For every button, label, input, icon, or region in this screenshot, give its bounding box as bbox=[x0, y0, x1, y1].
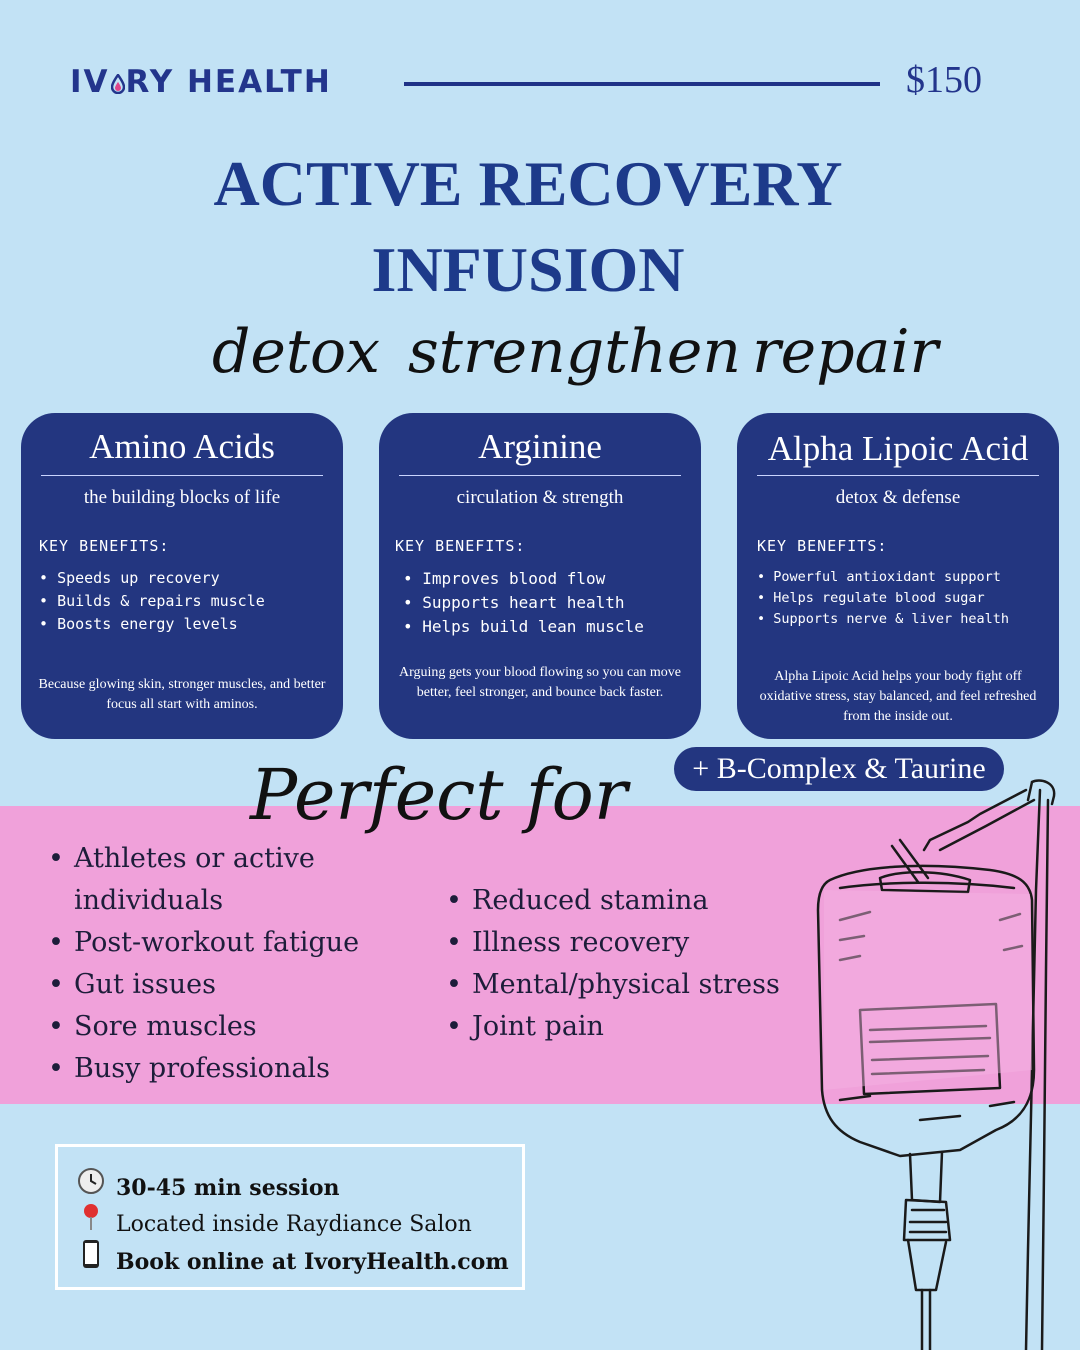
list-item: Post-workout fatigue bbox=[48, 922, 368, 964]
card-divider bbox=[757, 475, 1039, 476]
pin-icon bbox=[76, 1203, 106, 1237]
session-info-box: 30-45 min session Located inside Raydian… bbox=[55, 1144, 525, 1290]
title-line-2: INFUSION bbox=[371, 234, 685, 305]
list-item: Joint pain bbox=[446, 1006, 786, 1048]
location-text: Located inside Raydiance Salon bbox=[116, 1212, 472, 1237]
card-tagline: circulation & strength bbox=[456, 487, 624, 508]
card-arginine: Arginine circulation & strength KEY BENE… bbox=[379, 413, 701, 739]
benefits-list: Powerful antioxidant support Helps regul… bbox=[757, 567, 1009, 630]
benefit-item: Supports nerve & liver health bbox=[757, 609, 1009, 630]
extra-ingredients-badge: + B-Complex & Taurine bbox=[674, 747, 1004, 791]
script-strengthen: strengthen bbox=[408, 317, 742, 387]
card-tagline: detox & defense bbox=[835, 487, 961, 508]
benefit-item: Supports heart health bbox=[403, 591, 644, 615]
benefit-item: Helps build lean muscle bbox=[403, 615, 644, 639]
benefits-list: Speeds up recovery Builds & repairs musc… bbox=[39, 567, 265, 636]
booking-row: Book online at IvoryHealth.com bbox=[76, 1239, 509, 1275]
price: $150 bbox=[906, 59, 982, 101]
clock-icon bbox=[76, 1167, 106, 1201]
brand-logo: IV RY HEALTH bbox=[70, 64, 332, 100]
card-title: Alpha Lipoic Acid bbox=[767, 429, 1029, 468]
perfect-for-heading: Perfect for bbox=[250, 754, 628, 836]
list-item: Athletes or active individuals bbox=[48, 838, 368, 922]
perfect-for-list-left: Athletes or active individuals Post-work… bbox=[48, 838, 368, 1090]
card-title: Amino Acids bbox=[89, 427, 275, 466]
benefit-item: Boosts energy levels bbox=[39, 613, 265, 636]
list-item: Mental/physical stress bbox=[446, 964, 786, 1006]
benefit-item: Improves blood flow bbox=[403, 567, 644, 591]
session-row: 30-45 min session bbox=[76, 1167, 340, 1201]
drop-icon bbox=[110, 73, 125, 94]
list-item: Busy professionals bbox=[48, 1048, 368, 1090]
benefit-item: Speeds up recovery bbox=[39, 567, 265, 590]
phone-icon bbox=[76, 1239, 106, 1275]
key-benefits-label: KEY BENEFITS: bbox=[395, 537, 526, 555]
benefits-list: Improves blood flow Supports heart healt… bbox=[403, 567, 644, 639]
header-divider bbox=[404, 82, 880, 86]
location-row: Located inside Raydiance Salon bbox=[76, 1203, 472, 1237]
script-detox: detox bbox=[212, 317, 380, 387]
card-description: Arguing gets your blood flowing so you c… bbox=[398, 665, 682, 700]
perfect-for-list-right: Reduced stamina Illness recovery Mental/… bbox=[446, 880, 786, 1048]
iv-bag-illustration bbox=[816, 779, 1056, 1350]
card-description: Because glowing skin, stronger muscles, … bbox=[38, 677, 326, 712]
list-item: Illness recovery bbox=[446, 922, 786, 964]
brand-text-part2: RY HEALTH bbox=[125, 64, 332, 100]
brand-text-part1: IV bbox=[70, 64, 110, 100]
key-benefits-label: KEY BENEFITS: bbox=[757, 537, 888, 555]
card-divider bbox=[41, 475, 323, 476]
list-item: Gut issues bbox=[48, 964, 368, 1006]
card-amino-acids: Amino Acids the building blocks of life … bbox=[21, 413, 343, 739]
benefit-item: Powerful antioxidant support bbox=[757, 567, 1009, 588]
card-alpha-lipoic-acid: Alpha Lipoic Acid detox & defense KEY BE… bbox=[737, 413, 1059, 739]
card-description: Alpha Lipoic Acid helps your body fight … bbox=[759, 669, 1037, 724]
card-divider bbox=[399, 475, 681, 476]
list-item: Reduced stamina bbox=[446, 880, 786, 922]
card-tagline: the building blocks of life bbox=[83, 487, 281, 508]
key-benefits-label: KEY BENEFITS: bbox=[39, 537, 170, 555]
session-text: 30-45 min session bbox=[116, 1175, 340, 1201]
booking-link[interactable]: Book online at IvoryHealth.com bbox=[116, 1249, 509, 1275]
benefit-item: Builds & repairs muscle bbox=[39, 590, 265, 613]
script-repair: repair bbox=[752, 317, 939, 387]
list-item: Sore muscles bbox=[48, 1006, 368, 1048]
title-line-1: ACTIVE RECOVERY bbox=[213, 148, 843, 219]
benefit-item: Helps regulate blood sugar bbox=[757, 588, 1009, 609]
card-title: Arginine bbox=[478, 427, 602, 466]
